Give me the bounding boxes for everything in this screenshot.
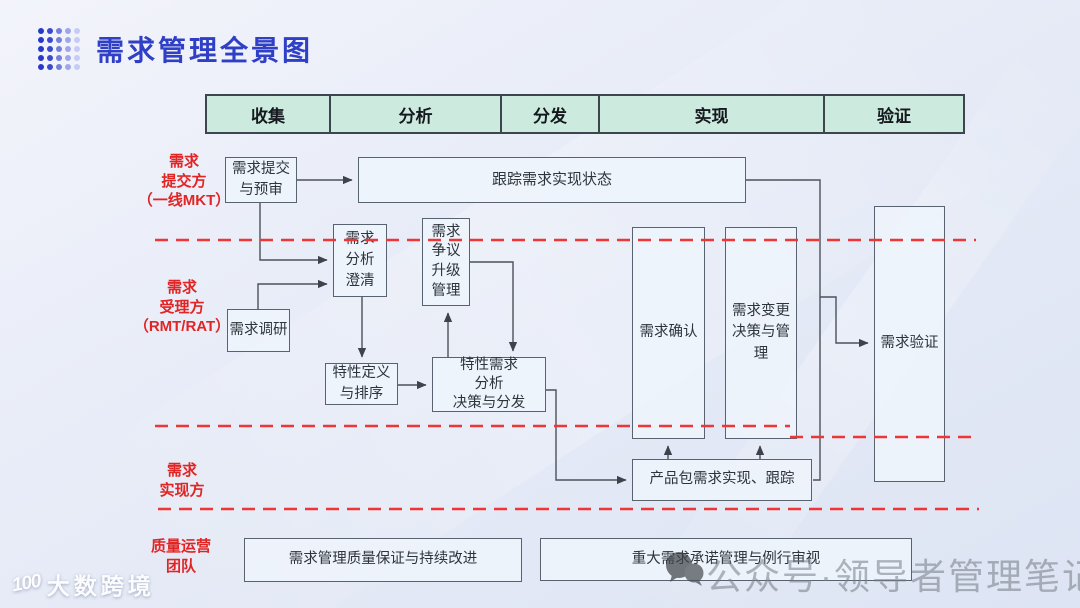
phase-cell-collect: 收集: [205, 94, 331, 134]
swimlane-dividers: [155, 238, 979, 511]
box-dispute-escalation: 需求 争议 升级 管理: [422, 218, 470, 306]
lane-label-submitter: 需求 提交方 （一线MKT）: [137, 153, 231, 209]
title-row: 需求管理全景图: [36, 26, 313, 72]
box-feature-decision: 特性需求 分析 决策与分发: [432, 357, 546, 412]
box-confirm: 需求确认: [632, 227, 705, 439]
phase-cell-distribute: 分发: [500, 94, 600, 134]
phase-cell-implement: 实现: [598, 94, 825, 134]
box-research: 需求调研: [227, 309, 290, 352]
box-analysis-clarify: 需求 分析 澄清: [333, 224, 387, 297]
lane-label-implementer: 需求 实现方: [159, 462, 205, 499]
watermark-bottom-left-text: 大数跨境: [46, 573, 155, 599]
watermark-bottom-left: 100 大数跨境: [10, 567, 155, 601]
box-verify: 需求验证: [874, 206, 945, 482]
wechat-icon: [666, 552, 704, 586]
box-submit-review: 需求提交 与预审: [225, 157, 297, 203]
page-title: 需求管理全景图: [96, 35, 314, 66]
phase-cell-analyze: 分析: [329, 94, 502, 134]
logo-100-icon: 100: [10, 570, 43, 597]
dot-grid-icon: [38, 28, 80, 70]
phase-cell-verify: 验证: [823, 94, 965, 134]
box-feature-define: 特性定义 与排序: [325, 363, 398, 405]
watermark-bottom-right: 公众号·领导者管理笔记: [706, 556, 1080, 597]
box-change-mgmt: 需求变更 决策与管 理: [725, 227, 797, 439]
lane-label-acceptor: 需求 受理方 （RMT/RAT）: [133, 279, 231, 335]
box-product-package: 产品包需求实现、跟踪: [632, 459, 812, 501]
box-quality-assurance: 需求管理质量保证与持续改进: [244, 538, 522, 582]
lane-label-quality-team: 质量运营 团队: [150, 538, 211, 575]
box-track-status: 跟踪需求实现状态: [358, 157, 746, 203]
